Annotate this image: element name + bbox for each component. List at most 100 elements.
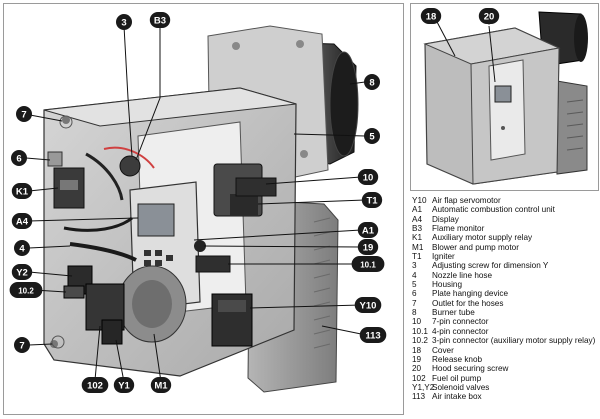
callout-outlet-for-hoses-top: 7 <box>16 106 32 122</box>
legend-code: Y10 <box>412 196 427 205</box>
legend-code: K1 <box>412 233 423 243</box>
legend-code: 19 <box>412 354 422 364</box>
legend-description: Release knob <box>432 354 483 364</box>
callout-burner-tube: 8 <box>364 74 380 90</box>
legend-code: 20 <box>412 364 422 374</box>
legend-code: 113 <box>412 392 426 402</box>
legend-description: Adjusting screw for dimension Y <box>432 261 549 271</box>
legend-row: 8 Burner tube <box>412 308 598 317</box>
legend-code: 10.1 <box>412 326 428 336</box>
legend-code: 8 <box>412 308 417 318</box>
callout-label: 19 <box>363 243 374 254</box>
legend-description: Air intake box <box>432 392 482 402</box>
legend-description: Fuel oil pump <box>432 373 482 383</box>
legend-row: 102 Fuel oil pump <box>412 374 598 383</box>
legend-row: 4 Nozzle line hose <box>412 271 598 280</box>
release-knob <box>194 240 206 252</box>
callout-label: Y2 <box>16 268 28 279</box>
callout-control-unit: A1 <box>357 222 379 238</box>
display <box>137 203 175 266</box>
legend-code: 7 <box>412 298 417 308</box>
callout-label: 7 <box>21 110 26 121</box>
legend-code: Y1,Y2 <box>412 382 435 392</box>
display-window <box>488 59 526 161</box>
legend-code: 4 <box>412 270 417 280</box>
callout-display: A4 <box>11 213 33 229</box>
callout-4-pin-connector: 10.1 <box>351 256 385 272</box>
callout-hood-securing-screw: 20 <box>478 8 500 24</box>
legend-code: 5 <box>412 280 417 290</box>
legend-code: A4 <box>412 214 423 224</box>
callout-fuel-oil-pump: 102 <box>81 377 109 393</box>
solenoid-valve-1 <box>101 319 123 345</box>
callout-label: 3 <box>121 18 126 29</box>
legend-row: 7 Outlet for the hoses <box>412 299 598 308</box>
legend-code: A1 <box>412 205 423 215</box>
flame-monitor <box>85 146 155 201</box>
plate-hanging-device <box>47 151 63 167</box>
callout-igniter: T1 <box>361 192 383 208</box>
legend-code: M1 <box>412 242 424 252</box>
4-pin-connector <box>195 255 231 273</box>
callout-3-pin-connector: 10.2 <box>9 282 43 298</box>
callout-label: 20 <box>484 12 495 23</box>
legend-row: 113 Air intake box <box>412 392 598 401</box>
legend-row: 20 Hood securing screw <box>412 364 598 373</box>
burner-illustration: 3B38756K110T1A4A1419Y210.110.2Y107113102… <box>9 12 387 393</box>
legend-description: Burner tube <box>432 308 475 318</box>
legend-description: Outlet for the hoses <box>432 298 504 308</box>
callout-label: 102 <box>87 381 103 392</box>
callout-label: 113 <box>365 331 380 342</box>
legend-description: Hood securing screw <box>432 364 509 374</box>
callout-label: 10.1 <box>360 261 376 270</box>
legend-description: Nozzle line hose <box>432 270 493 280</box>
legend-description: Auxiliary motor supply relay <box>432 233 533 243</box>
callout-air-intake-box: 113 <box>359 327 387 343</box>
callout-auxiliary-relay: K1 <box>11 183 33 199</box>
legend-description: Housing <box>432 280 463 290</box>
legend-description: Air flap servomotor <box>432 196 501 205</box>
callout-label: A4 <box>16 217 29 228</box>
outlet-for-hoses <box>51 115 73 349</box>
callout-label: 6 <box>16 154 21 165</box>
legend-code: T1 <box>412 252 422 262</box>
callout-solenoid-valve-1: Y1 <box>113 377 135 393</box>
legend-code: 102 <box>412 373 426 383</box>
legend-row: 19 Release knob <box>412 355 598 364</box>
legend-code: 10 <box>412 317 422 327</box>
callout-label: 7 <box>19 341 24 352</box>
3-pin-connector <box>63 285 85 299</box>
callout-adjusting-screw: 3 <box>116 14 132 30</box>
callout-label: T1 <box>366 196 378 207</box>
legend-code: 18 <box>412 345 422 355</box>
legend-description: Display <box>432 214 459 224</box>
auxiliary-relay <box>53 167 85 209</box>
blower-pump-motor <box>117 265 187 343</box>
callout-label: M1 <box>154 381 168 392</box>
callout-label: A1 <box>362 226 375 237</box>
callout-label: 4 <box>19 244 25 255</box>
callout-solenoid-valve-2: Y2 <box>11 264 33 280</box>
legend-row: B3 Flame monitor <box>412 224 598 233</box>
callout-label: Y10 <box>360 301 377 312</box>
legend-code: B3 <box>412 224 423 234</box>
legend-description: 7-pin connector <box>432 317 489 327</box>
callout-air-flap-servomotor: Y10 <box>354 297 382 313</box>
callout-blower-pump-motor: M1 <box>150 377 172 393</box>
legend-description: Flame monitor <box>432 224 485 234</box>
callout-label: Y1 <box>118 381 130 392</box>
legend-description: Cover <box>432 345 454 355</box>
legend-code: 3 <box>412 261 417 271</box>
callout-label: 8 <box>369 78 374 89</box>
legend-row: A4 Display <box>412 215 598 224</box>
legend-row: 10 7-pin connector <box>412 317 598 326</box>
